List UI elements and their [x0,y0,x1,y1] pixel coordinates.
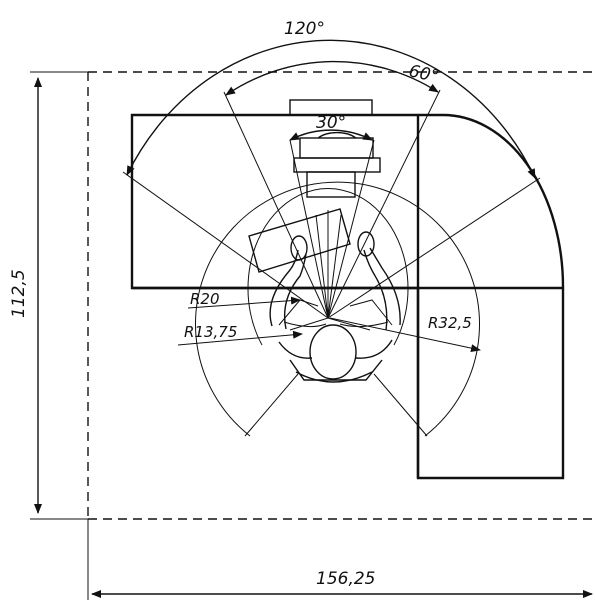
dimension-label-width: 156,25 [316,569,375,589]
dimension-label-height: 112,5 [9,269,29,318]
angle-arcs [126,39,536,179]
angle-label-60: 60° [407,61,441,87]
dimension-width [87,519,593,600]
radius-label-r13: R13,75 [184,323,237,341]
reach-arcs [195,181,480,437]
operator-figure [269,231,401,383]
keyboard [248,208,351,273]
work-area-boundary [87,71,595,520]
dimension-height [30,71,88,520]
angle-label-120: 120° [284,19,325,39]
radius-label-r32: R32,5 [428,314,472,332]
radius-label-r20: R20 [190,290,220,308]
angle-label-30: 30° [316,113,346,133]
sight-lines [122,89,541,319]
radius-leaders [177,296,481,353]
